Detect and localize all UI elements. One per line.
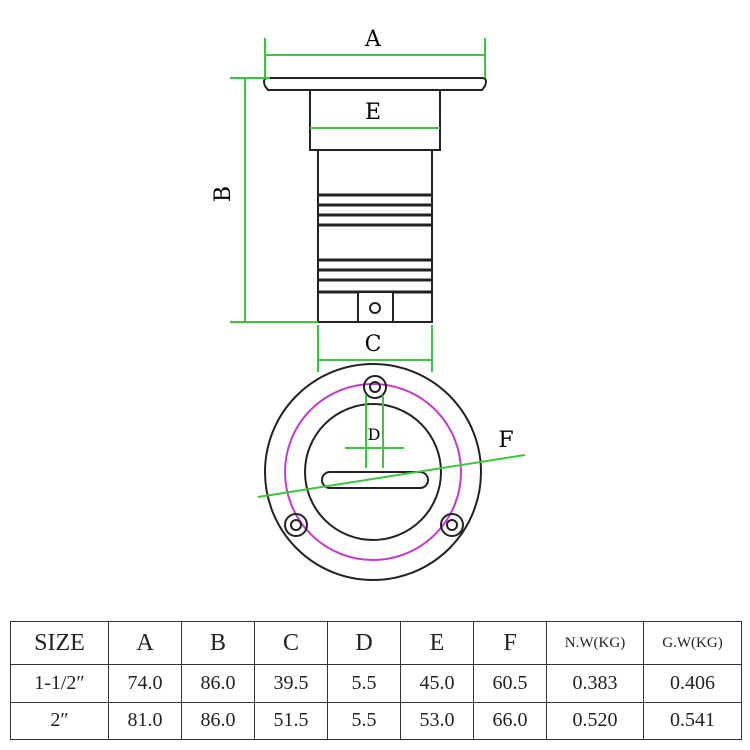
- cell: 5.5: [327, 701, 401, 741]
- cell: 39.5: [254, 664, 328, 703]
- tab: [357, 291, 394, 323]
- header-gw: G.W(KG): [643, 620, 742, 666]
- tab-hole: [369, 302, 381, 314]
- outer-rim: [264, 363, 482, 581]
- specification-table: SIZE A B C D E F N.W(KG) G.W(KG) 1-1/2″ …: [10, 620, 742, 741]
- top-view: [264, 363, 482, 581]
- technical-drawing: A E B C D F: [211, 27, 526, 581]
- bolt-circle: [284, 383, 462, 561]
- dimensions-side: [230, 38, 486, 372]
- label-b: B: [211, 186, 236, 202]
- cell: 81.0: [108, 701, 182, 741]
- cell: 1-1/2″: [10, 664, 109, 703]
- label-e: E: [365, 100, 381, 125]
- cell: 86.0: [181, 664, 255, 703]
- cell: 2″: [10, 701, 109, 741]
- cell: 66.0: [473, 701, 547, 741]
- label-c: C: [365, 332, 382, 357]
- cell: 0.383: [546, 664, 644, 703]
- table-row: 2″ 81.0 86.0 51.5 5.5 53.0 66.0 0.520 0.…: [10, 701, 742, 741]
- label-d: D: [368, 425, 381, 444]
- header-b: B: [181, 620, 255, 666]
- table-row: 1-1/2″ 74.0 86.0 39.5 5.5 45.0 60.5 0.38…: [10, 664, 742, 703]
- cell: 86.0: [181, 701, 255, 741]
- dimensions-top: [257, 395, 526, 498]
- header-a: A: [108, 620, 182, 666]
- cell: 60.5: [473, 664, 547, 703]
- cell: 45.0: [400, 664, 474, 703]
- screw-hole-left: [284, 513, 308, 537]
- header-size: SIZE: [10, 620, 109, 666]
- label-f: F: [498, 428, 513, 453]
- header-nw: N.W(KG): [546, 620, 644, 666]
- header-c: C: [254, 620, 328, 666]
- header-d: D: [327, 620, 401, 666]
- cell: 5.5: [327, 664, 401, 703]
- cap: [304, 403, 442, 541]
- table-header-row: SIZE A B C D E F N.W(KG) G.W(KG): [10, 620, 742, 666]
- cell: 51.5: [254, 701, 328, 741]
- cell: 0.406: [643, 664, 742, 703]
- screw-hole-right: [440, 513, 464, 537]
- header-e: E: [400, 620, 474, 666]
- side-view: [263, 77, 487, 323]
- header-f: F: [473, 620, 547, 666]
- cell: 74.0: [108, 664, 182, 703]
- cell: 53.0: [400, 701, 474, 741]
- cell: 0.520: [546, 701, 644, 741]
- label-a: A: [364, 27, 382, 52]
- handle-slot: [321, 471, 429, 489]
- grooves: [318, 193, 432, 294]
- screw-hole-top: [363, 375, 387, 399]
- flange: [263, 77, 487, 91]
- cell: 0.541: [643, 701, 742, 741]
